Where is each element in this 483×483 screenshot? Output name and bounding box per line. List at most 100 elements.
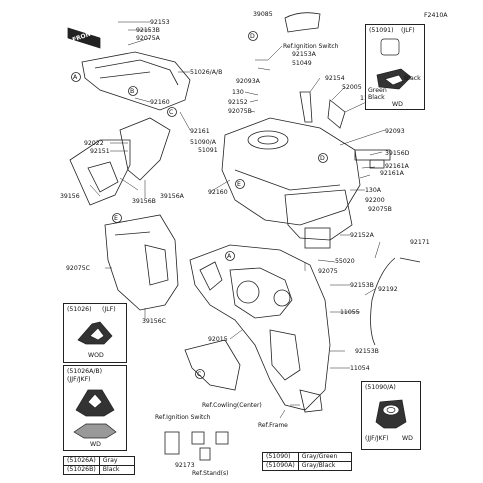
part-label-39156a: 39156A xyxy=(160,193,184,200)
color-table-51090: (51090) Gray/Green (51090A) Gray/Black xyxy=(262,452,352,471)
part-label-92160-b: 92160 xyxy=(208,189,228,196)
inset-51090a: (51090/A) (JJF/JKF) WD xyxy=(361,381,421,450)
part-label-92152: 92152 xyxy=(228,99,248,106)
inset-51090a-title: (51090/A) xyxy=(365,384,396,391)
lower-cover-shape xyxy=(104,214,179,311)
part-label-130a: 130A xyxy=(365,187,382,194)
part-label-92153b-2: 92153B xyxy=(350,282,374,289)
hose-end-shape xyxy=(399,257,421,263)
table-row: (51090A) Gray/Black xyxy=(262,461,352,471)
inset-51026-code: WOD xyxy=(88,352,104,359)
part-label-92161a: 92161A xyxy=(385,163,409,170)
front-arrow-icon xyxy=(67,27,101,49)
part-label-92075b: 92075B xyxy=(228,108,252,115)
ref-frame: Ref.Frame xyxy=(258,422,288,429)
part-label-39156b: 39156B xyxy=(132,198,156,205)
callout-b: B xyxy=(130,88,135,95)
inset-51091: (51091) (JLF) Black Green Black WD xyxy=(365,24,425,110)
callout-e: E xyxy=(114,215,118,222)
table-row: (51026A) Gray xyxy=(63,456,135,466)
frame-shape xyxy=(189,244,331,413)
part-label-92160: 92160 xyxy=(150,99,170,106)
leader-lines xyxy=(89,21,386,419)
table-cell-color: Gray/Green xyxy=(297,452,352,462)
part-label-92075b-2: 92075B xyxy=(368,206,392,213)
inset-51026-part-drawing xyxy=(77,321,113,345)
table-row: (51026B) Black xyxy=(63,465,135,475)
fuel-pump-shape xyxy=(299,91,391,169)
part-label-39156d: 39156D xyxy=(385,150,410,157)
inset-51091-black: Black xyxy=(404,75,421,82)
callout-c: C xyxy=(169,109,174,116)
ignition-switch-shape xyxy=(164,431,229,461)
part-label-92173: 92173 xyxy=(175,462,195,469)
figure-code: F2410A xyxy=(424,12,448,19)
inset-51026ab-part-drawing xyxy=(73,389,117,439)
table-cell-color: Black xyxy=(98,465,135,475)
part-label-92153a: 92153A xyxy=(292,51,316,58)
part-label-39156c: 39156C xyxy=(142,318,167,325)
part-label-92015: 92015 xyxy=(208,336,228,343)
callout-a-2: A xyxy=(227,253,232,260)
part-label-51091: 51091 xyxy=(198,147,218,154)
table-cell-part: (51090) xyxy=(262,452,299,462)
ref-ignition-switch-top: Ref.Ignition Switch xyxy=(283,43,339,50)
part-label-92152a: 92152A xyxy=(350,232,374,239)
callout-d: D xyxy=(250,33,255,40)
part-label-51090a: 51090/A xyxy=(190,139,217,146)
table-row: (51090) Gray/Green xyxy=(262,452,352,462)
inset-51091-variant: (JLF) xyxy=(401,27,415,34)
hose-shape xyxy=(370,257,396,346)
part-label-11054: 11054 xyxy=(350,365,370,372)
inset-51026ab-code: WD xyxy=(90,441,101,448)
ref-stand: Ref.Stand(s) xyxy=(192,470,229,477)
part-label-92153b: 92153B xyxy=(136,27,160,34)
table-cell-color: Gray xyxy=(98,456,135,466)
part-label-92075a: 92075A xyxy=(136,35,160,42)
inset-51026ab: (51026A/B) (JJF/JKF) WD xyxy=(63,365,127,451)
part-label-55020: 55020 xyxy=(335,258,355,265)
part-label-92075: 92075 xyxy=(318,268,338,275)
table-cell-part: (51026B) xyxy=(63,465,100,475)
part-label-51049: 51049 xyxy=(292,60,312,67)
cowling-shape xyxy=(184,339,241,391)
part-label-130: 130 xyxy=(232,89,244,96)
part-label-11055: 11055 xyxy=(340,309,360,316)
part-label-92093: 92093 xyxy=(385,128,405,135)
part-label-39156: 39156 xyxy=(60,193,80,200)
part-label-92200: 92200 xyxy=(365,197,385,204)
inset-51091-code: WD xyxy=(392,101,403,108)
part-label-92161a-2: 92161A xyxy=(380,170,404,177)
table-cell-color: Gray/Black xyxy=(297,461,352,471)
inset-51090a-variant: (JJF/JKF) xyxy=(365,435,389,442)
part-label-92153b-3: 92153B xyxy=(355,348,379,355)
part-label-92171: 92171 xyxy=(410,239,430,246)
side-cover-shape xyxy=(69,117,171,206)
inset-51026-variant: (JLF) xyxy=(102,306,116,313)
fuel-tank-shape xyxy=(221,117,361,249)
part-label-92192: 92192 xyxy=(378,286,398,293)
inset-51090a-part-drawing xyxy=(375,399,407,429)
inset-51091-part-drawing xyxy=(376,38,412,90)
color-table-51026: (51026A) Gray (51026B) Black xyxy=(63,456,135,475)
callout-e-2: E xyxy=(237,181,241,188)
ref-ignition-switch-bottom: Ref.Ignition Switch xyxy=(155,414,211,421)
part-label-92075c: 92075C xyxy=(66,265,91,272)
part-label-92151: 92151 xyxy=(90,148,110,155)
windscreen-shape xyxy=(284,12,321,33)
inset-51091-green: Green xyxy=(368,87,387,94)
ref-cowling-center: Ref.Cowling(Center) xyxy=(202,402,262,409)
callout-circles xyxy=(71,31,328,379)
part-label-92161: 92161 xyxy=(190,128,210,135)
inset-51091-title: (51091) xyxy=(369,27,394,34)
callout-c-2: C xyxy=(197,371,202,378)
inset-51026: (51026) (JLF) WOD xyxy=(63,303,127,363)
inset-51090a-code: WD xyxy=(402,435,413,442)
part-label-92154: 92154 xyxy=(325,75,345,82)
part-label-92153: 92153 xyxy=(150,19,170,26)
table-cell-part: (51026A) xyxy=(63,456,100,466)
part-label-39085: 39085 xyxy=(253,11,273,18)
part-label-51026ab: 51026/A/B xyxy=(190,69,223,76)
table-cell-part: (51090A) xyxy=(262,461,299,471)
